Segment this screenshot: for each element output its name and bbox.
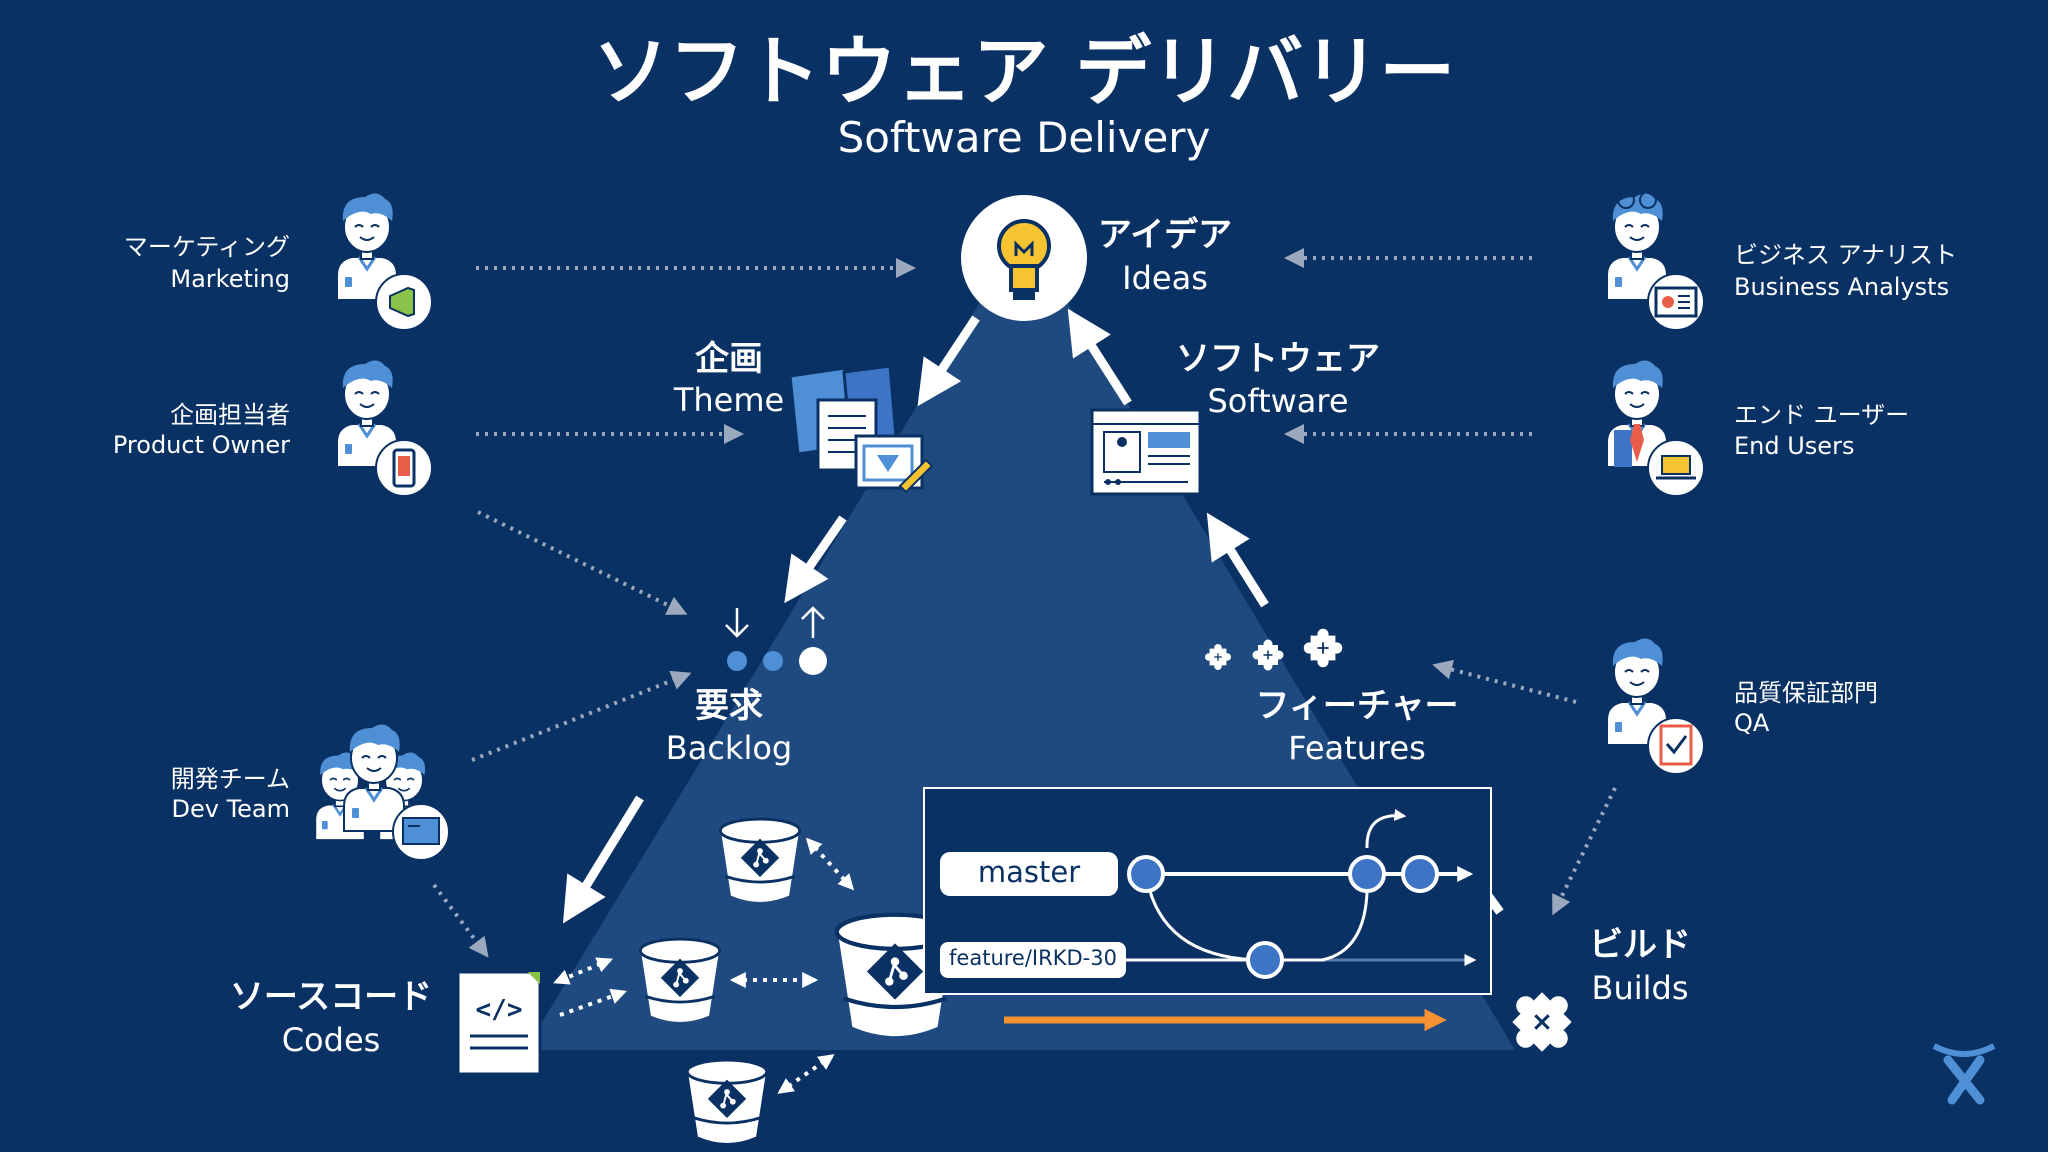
end-users-label-en: End Users <box>1734 432 1855 460</box>
end-user-avatar <box>1605 358 1705 497</box>
features-label-en: Features <box>1288 729 1426 767</box>
feature-branch-label: feature/IRKD-30 <box>949 946 1117 970</box>
business-analysts-label-en: Business Analysts <box>1734 273 1950 301</box>
business-analyst-avatar <box>1605 191 1705 331</box>
codes-label-ja: ソースコード <box>229 977 433 1017</box>
dev-team-label-en: Dev Team <box>171 795 290 823</box>
web-app-icon <box>1090 408 1202 496</box>
marketing-avatar <box>335 191 433 331</box>
dev-team-label-ja: 開発チーム <box>170 765 290 793</box>
qa-avatar <box>1605 636 1705 775</box>
theme-label-en: Theme <box>673 381 785 419</box>
product-owner-label-en: Product Owner <box>112 431 290 459</box>
qa-label-ja: 品質保証部門 <box>1734 679 1878 707</box>
product-owner-label-ja: 企画担当者 <box>170 401 290 429</box>
git-branch-panel <box>923 787 1492 995</box>
title-ja: ソフトウェア デリバリー <box>592 27 1456 116</box>
codes-label-en: Codes <box>281 1021 381 1059</box>
master-branch-label: master <box>977 855 1081 889</box>
builds-puzzle-icon <box>1494 974 1590 1070</box>
qa-label-en: QA <box>1734 709 1770 737</box>
title-en: Software Delivery <box>837 113 1211 162</box>
ideas-label-en: Ideas <box>1122 259 1208 297</box>
business-analysts-label-ja: ビジネス アナリスト <box>1734 241 1958 269</box>
marketing-label-ja: マーケティング <box>123 233 290 261</box>
features-label-ja: フィーチャー <box>1255 686 1459 726</box>
backlog-icon <box>725 606 827 675</box>
atlassian-logo-icon <box>1932 1043 1996 1105</box>
lightbulb-icon <box>961 195 1087 321</box>
marketing-label-en: Marketing <box>170 265 290 293</box>
product-owner-avatar <box>335 358 433 497</box>
dev-team-avatar <box>314 722 450 861</box>
builds-label-ja: ビルド <box>1589 925 1691 965</box>
svg-text:</>: </> <box>476 995 523 1025</box>
ideas-label-ja: アイデア <box>1097 215 1233 255</box>
code-file-icon: </> <box>456 970 542 1076</box>
repo-arrows <box>553 837 855 1094</box>
software-label-en: Software <box>1207 382 1349 420</box>
software-label-ja: ソフトウェア <box>1176 339 1380 379</box>
builds-label-en: Builds <box>1591 969 1689 1007</box>
theme-label-ja: 企画 <box>695 339 763 379</box>
documents-icon <box>788 364 934 494</box>
backlog-label-en: Backlog <box>665 729 793 767</box>
backlog-label-ja: 要求 <box>695 686 763 726</box>
end-users-label-ja: エンド ユーザー <box>1734 401 1910 429</box>
input-arrows <box>432 248 1617 958</box>
